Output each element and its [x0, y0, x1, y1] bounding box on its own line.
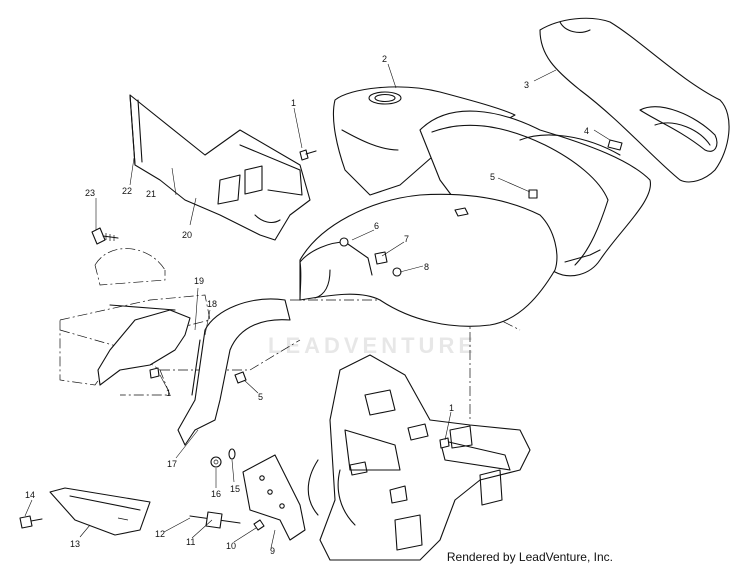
fastener-5-lower	[234, 371, 247, 384]
render-credit: Rendered by LeadVenture, Inc.	[446, 550, 613, 564]
footwell	[97, 304, 191, 386]
fastener-4	[607, 139, 623, 151]
callout-20: 20	[182, 230, 192, 240]
callout-12: 12	[155, 529, 165, 539]
callout-9: 9	[270, 546, 275, 556]
callout-17: 17	[167, 459, 177, 469]
screw-10	[253, 519, 265, 531]
callout-7: 7	[404, 234, 409, 244]
callout-10: 10	[226, 541, 236, 551]
rear-rack-cover	[539, 17, 730, 183]
bolt-14	[19, 515, 43, 529]
callout-1-middle: 1	[166, 388, 171, 398]
fastener-1-middle	[149, 367, 160, 379]
callout-1-right: 1	[449, 403, 454, 413]
fastener-1-right	[439, 437, 450, 449]
callout-16: 16	[211, 489, 221, 499]
callout-5-lower: 5	[258, 392, 263, 402]
callout-4: 4	[584, 126, 589, 136]
callout-5-upper: 5	[490, 172, 495, 182]
fastener-1-top	[299, 149, 317, 161]
callout-11: 11	[186, 537, 195, 547]
fender-flare	[177, 298, 291, 446]
mud-flap-bracket	[242, 454, 306, 541]
callout-18: 18	[207, 299, 217, 309]
watermark-text: LEADVENTURE	[268, 333, 478, 358]
callout-8: 8	[424, 262, 429, 272]
callout-2: 2	[382, 54, 387, 64]
callout-19: 19	[194, 276, 204, 286]
fastener-5-upper	[528, 189, 538, 199]
left-side-panel	[129, 94, 311, 241]
callout-15: 15	[230, 484, 240, 494]
nut-16	[210, 456, 222, 468]
washer-15	[228, 448, 236, 460]
fastener-8	[392, 267, 402, 277]
callout-22: 22	[122, 186, 132, 196]
leader-lines	[24, 63, 611, 549]
fastener-6	[339, 237, 349, 247]
skid-plate	[49, 487, 151, 536]
frame	[307, 354, 531, 561]
callout-21: 21	[146, 189, 156, 199]
callout-13: 13	[70, 539, 80, 549]
pin-12	[189, 511, 241, 529]
callout-23: 23	[85, 188, 95, 198]
callout-6: 6	[374, 221, 379, 231]
callouts: 1 2 3 4 5 6 7 8 9 10 11 12 13 14 15 16 1…	[25, 54, 589, 556]
front-fender	[299, 193, 558, 327]
callout-14: 14	[25, 490, 35, 500]
callout-1-top: 1	[291, 98, 296, 108]
callout-3: 3	[524, 80, 529, 90]
bolt-23	[91, 227, 119, 245]
frame-outline	[59, 248, 521, 420]
